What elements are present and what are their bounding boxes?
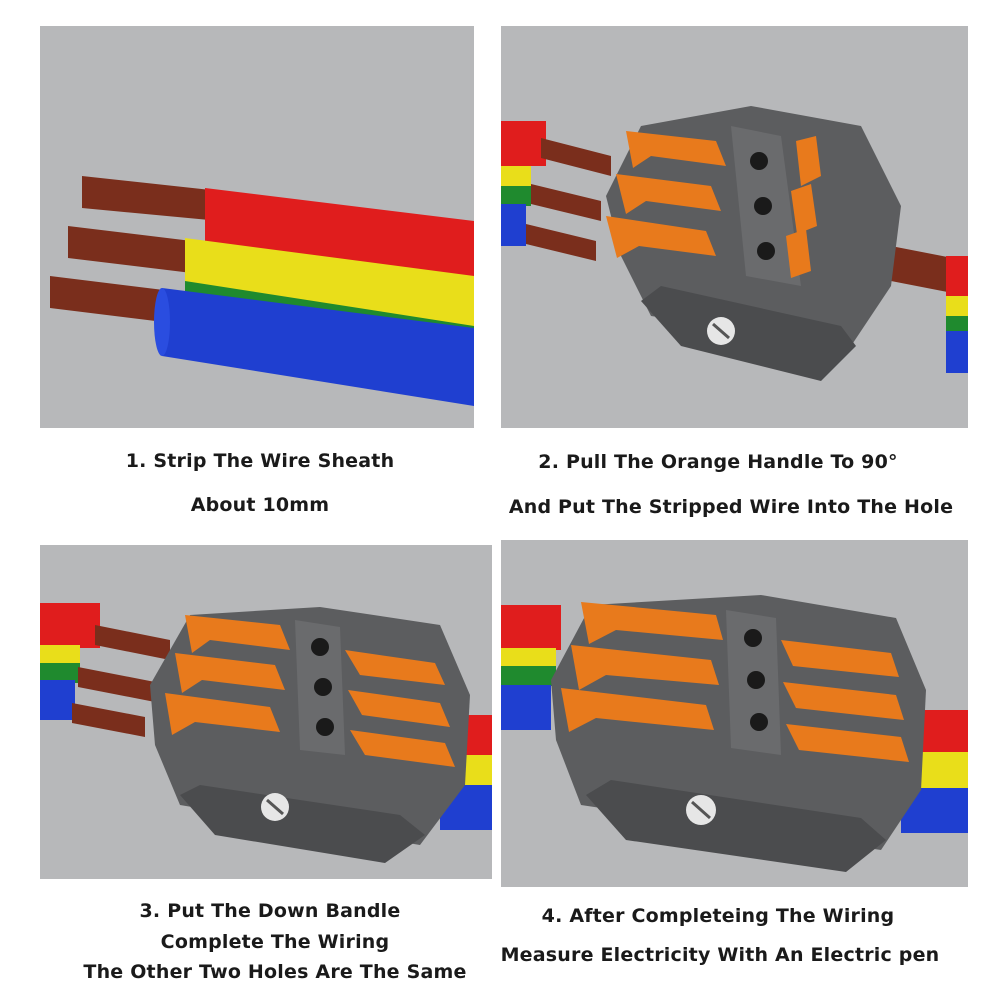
step-number: 1. [125,450,147,472]
step2-caption-line1: 2. Pull The Orange Handle To 90° [478,451,958,473]
step2-illustration [501,26,968,428]
blue-wire [162,288,474,406]
orange-handles [165,615,455,767]
step2-caption-line2: And Put The Stripped Wire Into The Hole [508,496,954,518]
step-text: Pull The Orange Handle To 90° [565,451,898,473]
step-number: 4. [541,905,563,927]
step-number: 2. [538,451,560,473]
step3-illustration [40,545,492,879]
step1-illustration [40,26,474,428]
orange-handles [561,602,909,762]
step-number: 3. [139,900,161,922]
step1-caption-line1: 1. Strip The Wire Sheath [40,450,480,472]
copper-core [50,176,220,324]
orange-handles [606,131,821,278]
step-text: Strip The Wire Sheath [153,450,395,472]
step3-caption-line3: The Other Two Holes Are The Same [83,961,467,983]
step1-caption-line2: About 10mm [190,494,330,516]
step-text: Put The Down Bandle [167,900,401,922]
step4-caption-line2: Measure Electricity With An Electric pen [500,944,940,966]
step-text: After Completeing The Wiring [569,905,895,927]
step4-caption-line1: 4. After Completeing The Wiring [478,905,958,927]
step3-caption-line2: Complete The Wiring [160,931,390,953]
step3-caption-line1: 3. Put The Down Bandle [40,900,500,922]
step4-illustration [501,540,968,887]
connector [606,106,901,381]
